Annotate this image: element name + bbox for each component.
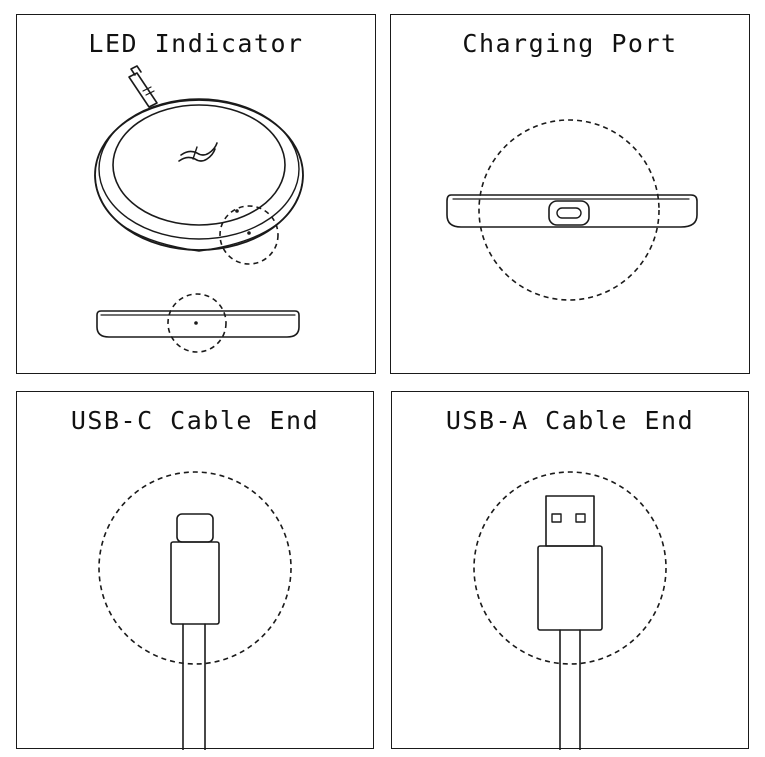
usb-c-callout-circle [98,471,292,665]
usb-c-cable-illustration [98,471,292,750]
panel-title: Charging Port [462,29,678,58]
panel-usb-a-cable-end: USB-A Cable End [391,391,749,750]
charger-side-view [96,310,300,338]
led-callout-circle [219,205,279,265]
led-dot-icon [194,321,198,325]
led-dot-icon [247,231,251,235]
usb-a-connector-icon [537,495,603,750]
panel-title: LED Indicator [88,29,304,58]
port-callout-circle [478,119,660,301]
led-dot-icon [235,209,239,213]
charger-top-view [94,98,304,252]
usb-c-port-icon [548,200,590,226]
charger-led-illustration [94,65,304,353]
usb-a-callout-circle [473,471,667,665]
charger-side-view [446,194,698,228]
panel-usb-c-cable-end: USB-C Cable End [16,391,374,750]
usb-a-cable-illustration [473,471,667,750]
cable-plug-icon [128,65,158,108]
panel-led-indicator: LED Indicator [16,14,376,374]
panel-title: USB-A Cable End [445,406,695,435]
led-callout-circle [167,293,227,353]
panel-title: USB-C Cable End [70,406,320,435]
brand-logo-icon [178,142,218,162]
panel-charging-port: Charging Port [390,14,750,374]
usb-c-connector-icon [170,513,220,750]
charger-port-illustration [446,119,698,301]
